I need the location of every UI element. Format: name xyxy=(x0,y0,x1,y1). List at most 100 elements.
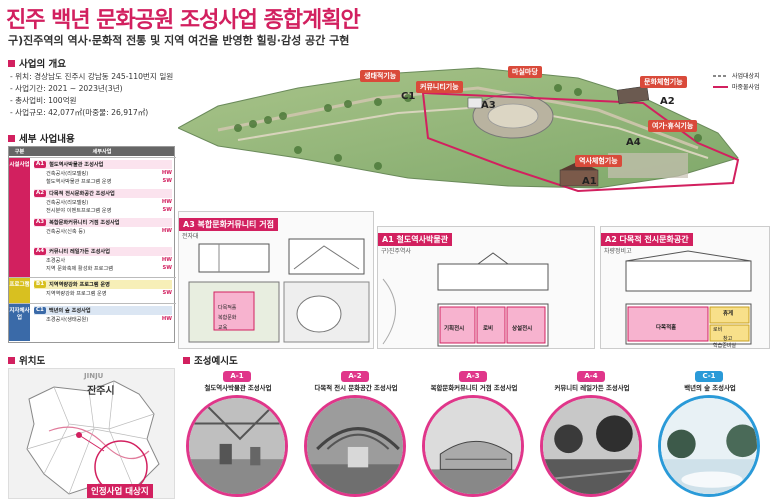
illustration-image xyxy=(661,398,757,494)
item-code-badge: A3 xyxy=(34,219,47,226)
callout-community: 커뮤니티기능 xyxy=(416,81,463,93)
plan-title-a1: A1 철도역사박물관 xyxy=(378,233,453,246)
plan-sub-a2: 차량정비고 xyxy=(604,248,632,255)
room-label: 교육 xyxy=(218,325,228,331)
plan-sub-a1: 구)진주역사 xyxy=(381,248,411,255)
illustration-circle xyxy=(304,395,406,497)
table-header: 구분 세부사업 xyxy=(9,147,174,156)
overview-period: - 사업기간: 2021 ~ 2023년(3년) xyxy=(10,84,123,93)
room-label: 창고 xyxy=(723,336,733,342)
item-name: 다목적 전시문화공간 조성사업 xyxy=(49,191,115,197)
room-label: 다목적홀 xyxy=(656,325,677,331)
illustration-circle xyxy=(186,395,288,497)
overview-list: - 위치: 경상남도 진주시 강남동 245-110번지 일원 - 사업기간: … xyxy=(10,71,173,119)
illustration-code-badge: A-3 xyxy=(459,371,487,382)
illustration-code-badge: A-4 xyxy=(577,371,605,382)
overview-scale: - 사업규모: 42,077㎡(마중물: 26,917㎡) xyxy=(10,108,149,117)
legend-site: 사업대상지 xyxy=(732,73,760,80)
plan-panel-a1: A1 철도역사박물관 구)진주역사 기획전시 로비 상설전시 xyxy=(377,226,595,349)
room-label: 학습준비실 xyxy=(713,343,737,349)
illustration-image xyxy=(189,398,285,494)
section-marker-icon xyxy=(8,357,15,364)
illustration-label: 백년의 숲 조성사업 xyxy=(684,384,736,392)
subrow-kind: SW xyxy=(162,207,172,213)
subrow-kind: HW xyxy=(161,228,172,234)
subrow-text: 건축공사(리모델링) xyxy=(46,170,89,177)
subrow-kind: HW xyxy=(161,199,172,205)
site-label-a2: A2 xyxy=(660,96,675,107)
illustration-image xyxy=(425,398,521,494)
table-group-label: 시설사업 xyxy=(9,158,30,277)
location-map-graphic xyxy=(26,380,160,495)
callout-leisure: 여가·휴식기능 xyxy=(648,120,698,132)
table-subrow: 건축공사(리모델링) HW xyxy=(34,169,172,177)
illustration-code-badge: A-2 xyxy=(341,371,369,382)
table-subrow: 건축공사(신축 등) HW xyxy=(34,227,172,235)
section-marker-icon xyxy=(8,60,15,67)
item-code-badge: C1 xyxy=(34,307,46,314)
table-group-label: 지자체사업 xyxy=(9,304,30,341)
room-label: 기획전시 xyxy=(444,326,465,332)
illustration-code-badge: C-1 xyxy=(695,371,723,382)
item-code-badge: A2 xyxy=(34,190,47,197)
site-plan: C1 A3 A2 A4 A1 생태적기능 커뮤니티기능 마실마당 문화체험기능 … xyxy=(176,58,772,208)
illustration-code-badge: A-1 xyxy=(223,371,251,382)
room-label: 다목적홀 xyxy=(218,305,237,311)
subrow-text: 건축공사(리모델링) xyxy=(46,199,89,206)
item-code-badge: A4 xyxy=(34,248,47,255)
page-subtitle: 구)진주역의 역사·문화적 전통 및 지역 여건을 반영한 힐링·감성 공간 구… xyxy=(8,34,350,47)
overview-heading: 사업의 개요 xyxy=(8,56,66,70)
table-group-label: 프로그램 xyxy=(9,278,30,303)
column-header: 세부사업 xyxy=(92,149,112,155)
room-label: 휴게 xyxy=(723,311,734,317)
subrow-kind: HW xyxy=(161,170,172,176)
subrow-text: 조경공사 xyxy=(46,257,66,264)
subrow-text: 조경공사(생태공원) xyxy=(46,316,89,323)
site-label-c1: C1 xyxy=(401,91,416,102)
subrow-text: 지역 문화축제 활성화 프로그램 xyxy=(46,265,113,272)
table-subrow: 철도역사박물관 프로그램 운영 SW xyxy=(34,177,172,185)
site-label-a3: A3 xyxy=(481,100,496,111)
callout-history: 역사체험기능 xyxy=(575,155,622,167)
room-label: 복합문화 xyxy=(218,315,237,321)
subrow-text: 지역역량강화 프로그램 운영 xyxy=(46,290,107,297)
overview-location: - 위치: 경상남도 진주시 강남동 245-110번지 일원 xyxy=(10,72,174,81)
column-header: 구분 xyxy=(14,149,25,155)
illustration-label: 철도역사박물관 조성사업 xyxy=(204,384,272,392)
illustration-label: 다목적 전시 문화공간 조성사업 xyxy=(314,384,398,392)
details-heading: 세부 사업내용 xyxy=(8,131,75,145)
subrow-kind: SW xyxy=(162,265,172,271)
item-name: 지역역량강화 프로그램 운영 xyxy=(49,282,110,288)
illustration-image xyxy=(543,398,639,494)
room-label: 상설전시 xyxy=(512,326,533,332)
map-city-label: 진주시 xyxy=(87,386,115,397)
legend-seed: 마중물사업 xyxy=(732,84,760,91)
illustration-label: 복합문화커뮤니티 거점 조성사업 xyxy=(430,384,518,392)
subrow-text: 철도역사박물관 프로그램 운영 xyxy=(46,178,112,185)
illustration-circle xyxy=(540,395,642,497)
overview-budget: - 총사업비: 100억원 xyxy=(10,96,77,105)
page-title: 진주 백년 문화공원 조성사업 종합계획안 xyxy=(6,8,361,33)
plan-a2-drawing xyxy=(625,250,752,345)
table-subrow: 건축공사(리모델링) HW xyxy=(34,198,172,206)
site-label-a1: A1 xyxy=(582,176,597,187)
table-subrow: 조경공사(생태공원) HW xyxy=(34,315,172,323)
subrow-text: 건축공사(신축 등) xyxy=(46,228,86,235)
subrow-kind: SW xyxy=(162,178,172,184)
location-map: JINJU 진주시 인정사업 대상지 xyxy=(8,368,175,499)
plan-panel-a3: A3 복합문화커뮤니티 거점 전자대 다목적홀 복합문화 교육 xyxy=(178,211,374,349)
subrow-kind: HW xyxy=(161,316,172,322)
illustrations-heading: 조성예시도 xyxy=(183,353,238,367)
site-label-a4: A4 xyxy=(626,137,641,148)
section-marker-icon xyxy=(183,357,190,364)
